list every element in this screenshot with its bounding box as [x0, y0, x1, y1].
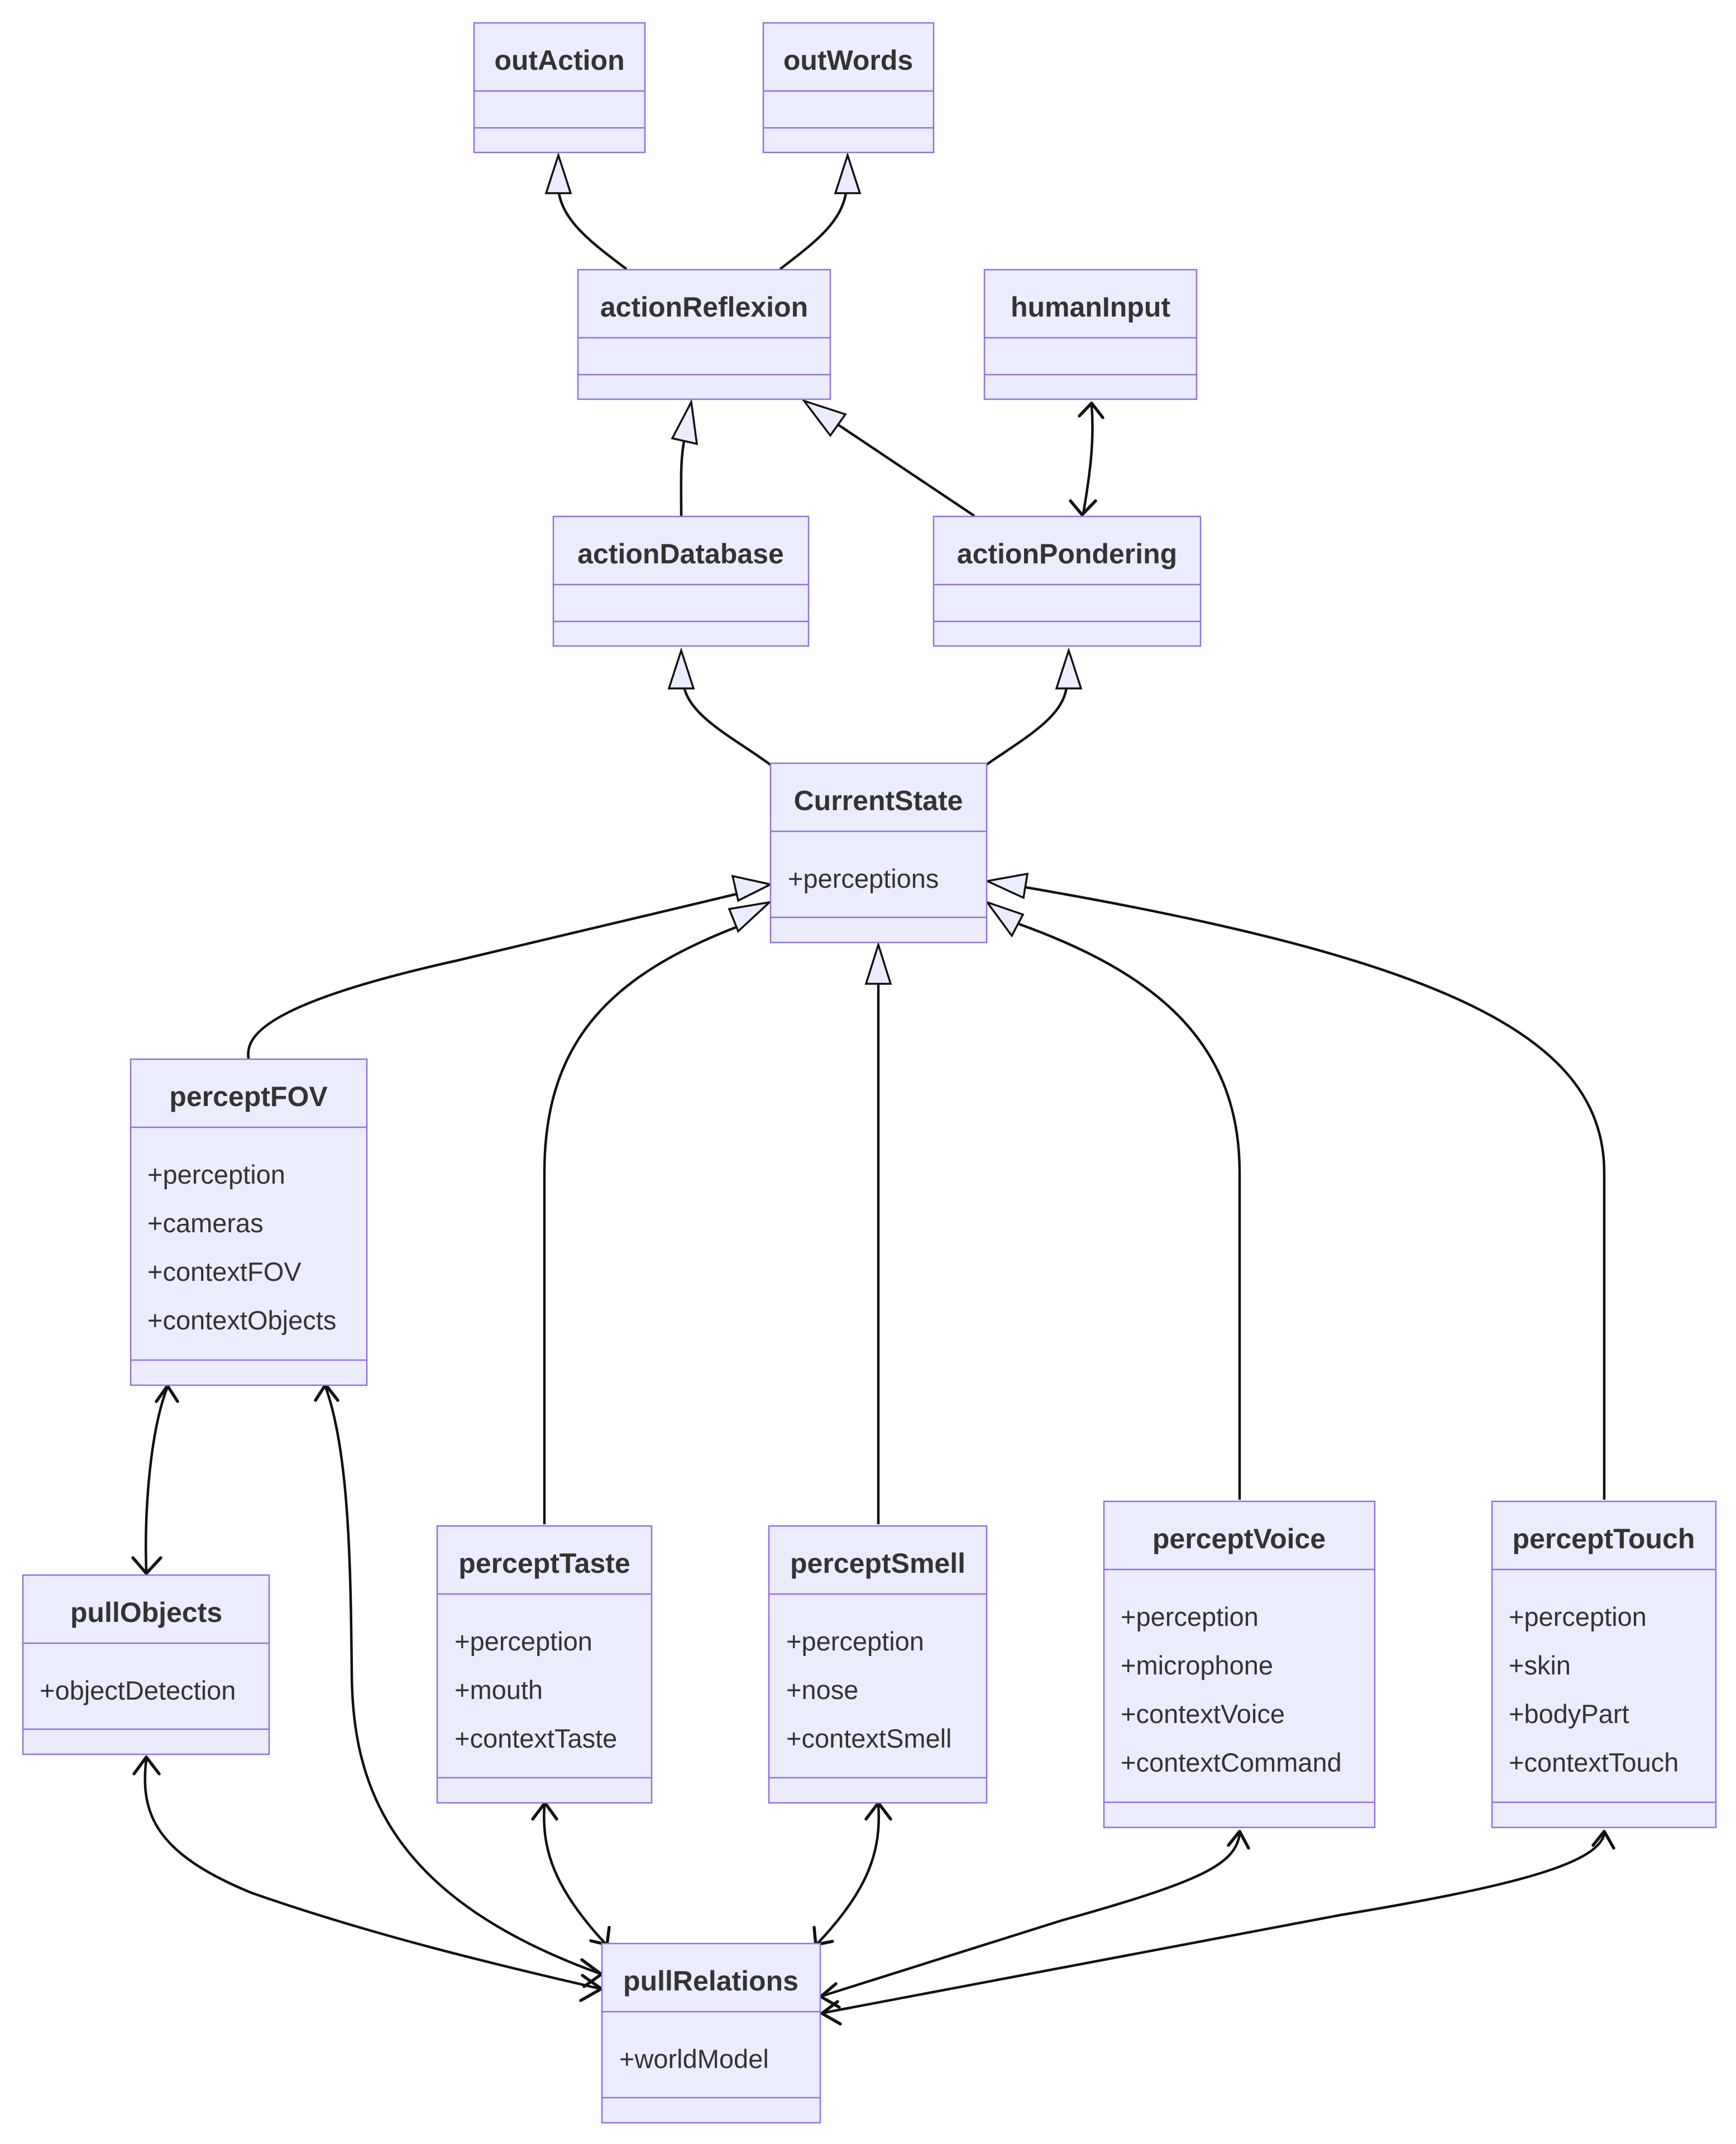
inheritance-arrow-actionPondering — [1055, 647, 1083, 690]
arrowhead-perceptTouch — [1591, 1830, 1615, 1850]
class-title: humanInput — [1011, 291, 1170, 323]
edge-actionPondering-actionReflexion — [836, 423, 975, 517]
inheritance-arrow-outAction — [544, 152, 572, 194]
edge-actionReflexion-outWords — [779, 188, 848, 270]
class-title: perceptFOV — [169, 1081, 328, 1112]
class-member: +contextCommand — [1121, 1748, 1342, 1777]
class-pullRelations[interactable]: pullRelations +worldModel — [601, 1942, 821, 2124]
class-pullObjects[interactable]: pullObjects +objectDetection — [22, 1574, 270, 1755]
class-perceptTaste[interactable]: perceptTaste +perception +mouth +context… — [436, 1525, 653, 1804]
inheritance-arrow-CurrentState-4 — [984, 900, 1025, 938]
class-member: +contextTouch — [1509, 1748, 1678, 1777]
edge-perceptTouch-CurrentState — [1021, 885, 1606, 1500]
edge-perceptSmell-pullRelations — [816, 1804, 880, 1945]
class-title: actionDatabase — [577, 538, 784, 570]
class-member: +contextSmell — [786, 1724, 952, 1753]
class-title: pullObjects — [70, 1597, 222, 1628]
class-perceptTouch[interactable]: perceptTouch +perception +skin +bodyPart… — [1491, 1500, 1717, 1829]
edge-actionDatabase-actionReflexion — [680, 438, 686, 516]
edge-pullObjects-pullRelations — [144, 1758, 601, 1990]
class-title: outAction — [494, 45, 624, 76]
inheritance-arrow-actionReflexion-2 — [801, 399, 847, 437]
edge-perceptFOV-pullObjects — [145, 1386, 169, 1572]
edge-perceptTaste-CurrentState — [543, 925, 738, 1524]
class-actionPondering[interactable]: actionPondering — [932, 515, 1202, 647]
inheritance-arrow-CurrentState-3 — [864, 941, 892, 985]
inheritance-arrow-actionDatabase — [667, 647, 695, 690]
class-member: +contextTaste — [455, 1724, 617, 1753]
class-title: pullRelations — [623, 1965, 798, 1997]
class-member: +worldModel — [619, 2044, 769, 2074]
edge-perceptVoice-pullRelations — [821, 1834, 1241, 1998]
class-member: +perceptions — [788, 864, 939, 893]
class-perceptFOV[interactable]: perceptFOV +perception +cameras +context… — [130, 1058, 368, 1386]
arrowhead-actionPondering — [1069, 499, 1097, 516]
class-perceptVoice[interactable]: perceptVoice +perception +microphone +co… — [1103, 1500, 1376, 1829]
inheritance-arrow-CurrentState-1 — [731, 874, 774, 902]
class-CurrentState[interactable]: CurrentState +perceptions — [769, 762, 988, 944]
class-member: +cameras — [147, 1208, 264, 1238]
class-member: +perception — [1509, 1602, 1647, 1631]
inheritance-arrow-actionReflexion-1 — [671, 399, 699, 446]
class-title: perceptSmell — [790, 1548, 965, 1579]
class-member: +perception — [786, 1626, 924, 1656]
class-title: CurrentState — [794, 785, 963, 816]
class-title: perceptTaste — [458, 1548, 630, 1579]
class-actionReflexion[interactable]: actionReflexion — [577, 269, 831, 400]
class-title: perceptTouch — [1513, 1523, 1695, 1554]
inheritance-arrow-CurrentState-5 — [984, 872, 1029, 899]
class-humanInput[interactable]: humanInput — [983, 269, 1198, 400]
class-member: +microphone — [1121, 1650, 1273, 1680]
class-member: +contextVoice — [1121, 1699, 1285, 1729]
class-title: actionPondering — [957, 538, 1177, 570]
inheritance-arrow-outWords — [834, 152, 862, 194]
class-member: +perception — [1121, 1602, 1259, 1631]
edge-perceptFOV-pullRelations — [324, 1386, 601, 1975]
class-title: perceptVoice — [1152, 1523, 1326, 1554]
relations — [131, 152, 1615, 2026]
arrowhead-perceptVoice — [1227, 1830, 1250, 1850]
arrowhead-humanInput — [1078, 401, 1104, 419]
class-member: +skin — [1509, 1650, 1571, 1680]
edge-perceptTaste-pullRelations — [543, 1804, 607, 1945]
arrowhead-perceptFOV-1 — [155, 1384, 179, 1403]
class-title: outWords — [783, 45, 913, 76]
class-member: +perception — [455, 1626, 592, 1656]
class-member: +mouth — [455, 1675, 543, 1705]
class-member: +nose — [786, 1675, 858, 1705]
edge-CurrentState-actionDatabase — [682, 686, 772, 766]
class-perceptSmell[interactable]: perceptSmell +perception +nose +contextS… — [768, 1525, 988, 1804]
classes: outAction outWords actionReflexion human… — [22, 22, 1717, 2124]
class-member: +objectDetection — [40, 1676, 236, 1705]
class-member: +bodyPart — [1509, 1699, 1629, 1729]
class-member: +contextObjects — [147, 1305, 336, 1335]
edge-perceptFOV-CurrentState — [247, 892, 738, 1059]
class-member: +perception — [147, 1160, 285, 1189]
edge-humanInput-actionPondering — [1082, 405, 1094, 514]
edge-actionReflexion-outAction — [557, 188, 628, 270]
class-title: actionReflexion — [600, 291, 808, 323]
edge-CurrentState-actionPondering — [985, 686, 1068, 766]
arrowhead-pullObjects-1 — [131, 1556, 162, 1575]
class-outWords[interactable]: outWords — [762, 22, 935, 154]
edge-perceptTouch-pullRelations — [823, 1834, 1606, 2014]
class-actionDatabase[interactable]: actionDatabase — [552, 515, 810, 647]
arrowhead-pullRelations-6 — [820, 2000, 842, 2026]
arrowhead-pullObjects-2 — [132, 1755, 161, 1776]
edge-perceptVoice-CurrentState — [1018, 922, 1241, 1500]
class-member: +contextFOV — [147, 1257, 302, 1286]
class-outAction[interactable]: outAction — [473, 22, 646, 154]
inheritance-arrow-CurrentState-2 — [728, 901, 773, 934]
